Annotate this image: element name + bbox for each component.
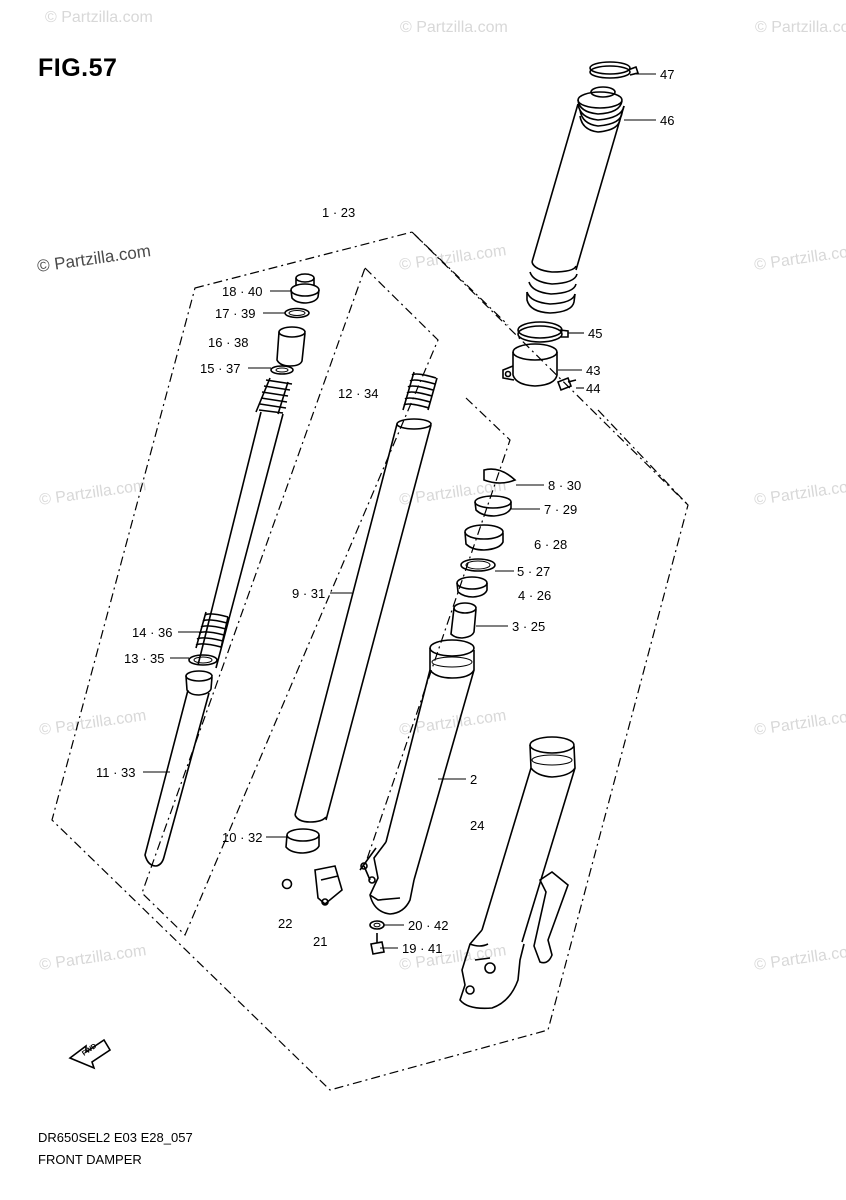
part-12-fork-spring <box>402 371 438 411</box>
callout-16-38: 16 · 38 <box>208 335 248 350</box>
part-11-damper-rod <box>197 377 293 669</box>
figure-title: FIG.57 <box>38 54 118 82</box>
part-43-bracket <box>502 343 558 387</box>
part-2-outer-tube <box>359 639 475 915</box>
watermark: © Partzilla.com <box>755 19 846 36</box>
callout-3-25: 3 · 25 <box>512 619 545 634</box>
callout-12-34: 12 · 34 <box>338 386 378 401</box>
part-24-lower-leg <box>459 736 576 1010</box>
part-11-lower-rod <box>144 670 213 867</box>
callout-10-32: 10 · 32 <box>222 830 262 845</box>
callout-47: 47 <box>660 67 674 82</box>
callout-8-30: 8 · 30 <box>548 478 581 493</box>
assembly-outline-main <box>51 231 689 1091</box>
part-46-dust-boot <box>526 86 625 314</box>
callout-46: 46 <box>660 113 674 128</box>
part-17-o-ring <box>284 307 310 319</box>
callout-45: 45 <box>588 326 602 341</box>
watermark-layer: © Partzilla.com © Partzilla.com © Partzi… <box>36 9 846 974</box>
watermark: © Partzilla.com <box>753 477 846 509</box>
watermark: © Partzilla.com <box>45 9 153 26</box>
watermark: © Partzilla.com <box>398 242 507 274</box>
callout-17-39: 17 · 39 <box>215 306 255 321</box>
callout-18-40: 18 · 40 <box>222 284 262 299</box>
part-14-rebound-spring <box>195 611 229 649</box>
part-16-spacer <box>276 326 306 367</box>
callout-24: 24 <box>470 818 484 833</box>
part-10-bushing <box>285 828 320 854</box>
callout-4-26: 4 · 26 <box>518 588 551 603</box>
callout-11-33: 11 · 33 <box>96 765 136 780</box>
part-5-ring <box>460 558 496 572</box>
watermark: © Partzilla.com <box>400 19 508 36</box>
part-18-cap-bolt <box>290 273 320 304</box>
callout-21: 21 <box>313 934 327 949</box>
part-15-washer <box>270 365 294 375</box>
callout-13-35: 13 · 35 <box>124 651 164 666</box>
leader-lines <box>143 73 656 949</box>
callout-44: 44 <box>586 381 600 396</box>
part-13-ring <box>188 654 218 666</box>
part-20-gasket <box>369 920 385 930</box>
part-8-stopper-ring <box>483 468 517 484</box>
callout-9-31: 9 · 31 <box>292 586 325 601</box>
part-44-bolt <box>556 376 577 392</box>
watermark: © Partzilla.com <box>38 942 147 974</box>
part-7-oil-seal <box>474 495 512 517</box>
watermark: © Partzilla.com <box>398 707 507 739</box>
watermark: © Partzilla.com <box>38 477 147 509</box>
part-47-clamp <box>589 61 640 79</box>
callout-15-37: 15 · 37 <box>200 361 240 376</box>
part-22-nut <box>281 878 293 890</box>
callout-1-23: 1 · 23 <box>322 205 355 220</box>
part-45-clamp <box>517 321 569 343</box>
part-19-bolt <box>370 933 385 955</box>
callout-labels: 47 46 1 · 23 45 43 44 18 · 40 17 · 39 16… <box>96 67 674 956</box>
assembly-outline-outer-tube <box>364 397 511 866</box>
model-code: DR650SEL2 E03 E28_057 <box>38 1130 193 1145</box>
assembly-outline-inner-rod <box>141 266 439 937</box>
callout-14-36: 14 · 36 <box>132 625 172 640</box>
part-4-washer <box>456 576 488 598</box>
callout-19-41: 19 · 41 <box>402 941 442 956</box>
part-21-clamp-block <box>314 865 343 906</box>
watermark: © Partzilla.com <box>753 942 846 974</box>
callout-2: 2 <box>470 772 477 787</box>
fwd-arrow-icon: FWD <box>68 1038 112 1070</box>
part-3-bushing <box>450 602 477 639</box>
callout-7-29: 7 · 29 <box>544 502 577 517</box>
callout-20-42: 20 · 42 <box>408 918 448 933</box>
watermark: © Partzilla.com <box>753 242 846 274</box>
callout-6-28: 6 · 28 <box>534 537 567 552</box>
callout-43: 43 <box>586 363 600 378</box>
callout-22: 22 <box>278 916 292 931</box>
watermark: © Partzilla.com <box>753 707 846 739</box>
callout-5-27: 5 · 27 <box>517 564 550 579</box>
watermark: © Partzilla.com <box>36 241 152 276</box>
part-6-seal <box>464 524 504 551</box>
watermark: © Partzilla.com <box>38 707 147 739</box>
part-9-inner-tube <box>294 418 432 823</box>
diagram-name: FRONT DAMPER <box>38 1152 142 1167</box>
assembly-outline-top <box>411 231 689 506</box>
